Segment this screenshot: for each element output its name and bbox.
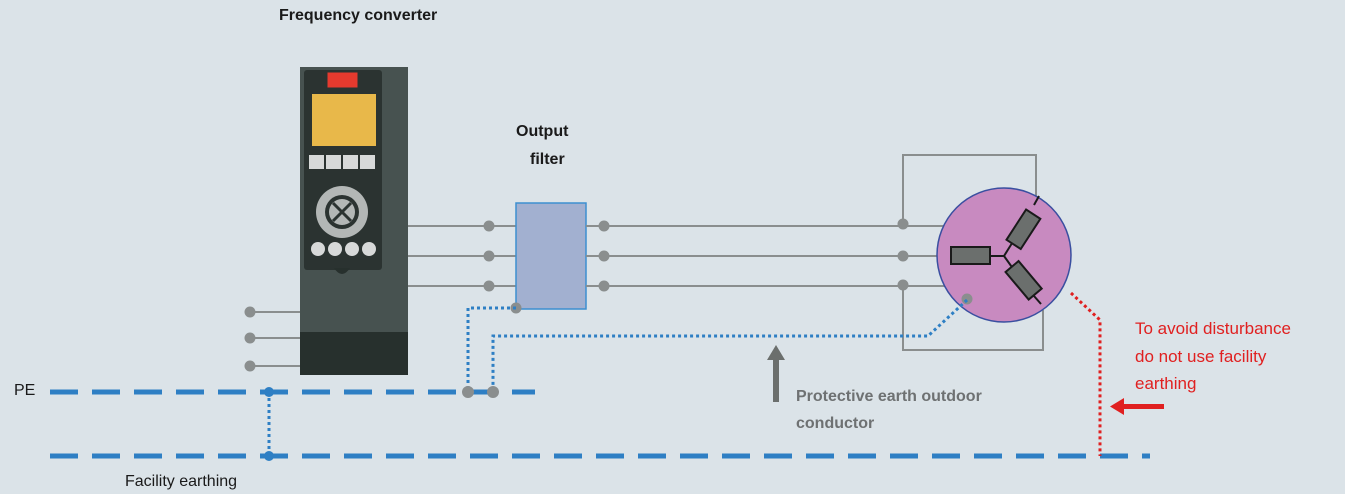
- pe-label: PE: [14, 382, 36, 399]
- filter-label-line1: Output: [516, 123, 569, 140]
- motor-terminals: [897, 218, 909, 291]
- function-keys: [309, 155, 375, 169]
- motor: [936, 187, 1072, 323]
- earth-conductors: [267, 298, 969, 456]
- warning-label-line3: earthing: [1135, 374, 1197, 393]
- filter-input-terminals: [483, 220, 495, 292]
- earth-junctions: [264, 386, 499, 461]
- converter-output-wires: [408, 225, 516, 287]
- protective-earth-conductor: [491, 298, 969, 390]
- filter-earth-conductor: [466, 306, 516, 390]
- warning-label-line1: To avoid disturbance: [1135, 319, 1291, 338]
- warning-label-line2: do not use facility: [1135, 347, 1267, 366]
- converter-input-wires: [250, 311, 300, 367]
- motor-earth-terminal: [961, 293, 973, 305]
- arrow-up-icon: [767, 345, 785, 402]
- converter-input-terminals: [244, 306, 256, 372]
- protective-earth-label-line1: Protective earth outdoor: [796, 388, 982, 405]
- filter-label-line2: filter: [530, 151, 565, 168]
- converter-base: [300, 332, 408, 375]
- motor-windings: [950, 195, 1044, 305]
- navigation-wheel-icon: [316, 186, 368, 238]
- keypad-buttons: [311, 242, 376, 256]
- motor-connection-frame: [902, 154, 1044, 351]
- power-button: [326, 71, 359, 89]
- facility-earthing-label: Facility earthing: [125, 473, 238, 490]
- protective-earth-label-line2: conductor: [796, 415, 875, 432]
- arrow-left-icon: [1110, 398, 1164, 415]
- facility-earth-warning-link: [1069, 291, 1102, 456]
- output-filter: [515, 202, 587, 310]
- motor-supply-wires: [586, 225, 945, 287]
- converter-title: Frequency converter: [279, 7, 438, 24]
- display-screen: [312, 94, 376, 146]
- filter-output-terminals: [598, 220, 610, 292]
- panel-notch: [334, 268, 350, 274]
- frequency-converter: [300, 67, 408, 375]
